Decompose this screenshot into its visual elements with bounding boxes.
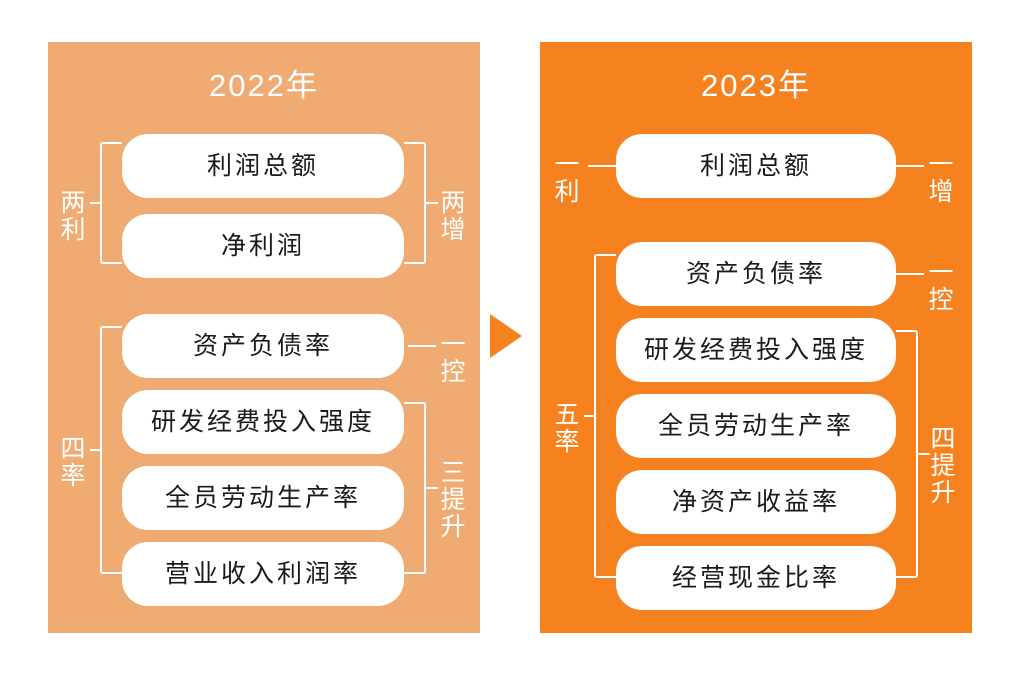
box-2023-roe[interactable]: 净资产收益率 xyxy=(616,470,896,534)
marker-line-2: 增 xyxy=(440,216,466,244)
bracket-stub-2022-three-raises xyxy=(426,487,438,489)
marker-line-3: 升 xyxy=(930,479,956,507)
bracket-stub-2023-four-raises xyxy=(918,453,930,455)
box-2022-revenue-profit-rate[interactable]: 营业收入利润率 xyxy=(122,542,404,606)
bracket-stub-2023-one-control xyxy=(896,273,924,275)
bracket-stub-2023-one-profit xyxy=(588,165,616,167)
panel-2023: 2023年 利润总额 资产负债率 研发经费投入强度 全员劳动生产率 净资产收益率… xyxy=(540,42,972,633)
bracket-stub-2022-two-increases xyxy=(426,202,438,204)
marker-line-2: 提 xyxy=(440,486,466,514)
box-2022-labor-productivity[interactable]: 全员劳动生产率 xyxy=(122,466,404,530)
marker-line-3: 升 xyxy=(440,513,466,541)
marker-line-1: 四 xyxy=(930,425,956,453)
box-label: 资产负债率 xyxy=(192,331,333,360)
arrow-right-icon xyxy=(490,314,522,358)
bracket-2023-four-raises xyxy=(896,330,918,578)
box-2023-labor-productivity[interactable]: 全员劳动生产率 xyxy=(616,394,896,458)
box-2022-rnd-intensity[interactable]: 研发经费投入强度 xyxy=(122,390,404,454)
box-label: 研发经费投入强度 xyxy=(150,407,375,436)
box-2023-profit-total[interactable]: 利润总额 xyxy=(616,134,896,198)
panel-2022-title: 2022年 xyxy=(209,68,319,103)
marker-2023-four-raises: 四 提 升 xyxy=(928,426,958,507)
marker-2022-one-control: 一 控 xyxy=(438,332,468,386)
marker-line-1: 五 xyxy=(554,401,580,429)
marker-2023-one-profit: 一 利 xyxy=(552,152,582,206)
marker-line-2: 控 xyxy=(440,358,466,386)
marker-line-1: 两 xyxy=(440,189,466,217)
box-2023-debt-ratio[interactable]: 资产负债率 xyxy=(616,242,896,306)
bracket-stub-2022-one-control xyxy=(408,345,436,347)
marker-line-1: 三 xyxy=(440,459,466,487)
box-label: 全员劳动生产率 xyxy=(657,411,854,440)
box-2022-net-profit[interactable]: 净利润 xyxy=(122,214,404,278)
marker-2023-one-control: 一 控 xyxy=(926,260,956,314)
box-2022-profit-total[interactable]: 利润总额 xyxy=(122,134,404,198)
bracket-stub-2023-five-rates xyxy=(584,415,596,417)
bracket-stub-2022-two-profits xyxy=(90,202,102,204)
box-2023-rnd-intensity[interactable]: 研发经费投入强度 xyxy=(616,318,896,382)
bracket-2023-five-rates xyxy=(594,254,616,578)
marker-2023-five-rates: 五 率 xyxy=(552,402,582,456)
box-label: 研发经费投入强度 xyxy=(643,335,868,364)
bracket-2022-three-raises xyxy=(404,402,426,574)
bracket-2022-four-rates xyxy=(100,326,122,574)
box-2023-operating-cash[interactable]: 经营现金比率 xyxy=(616,546,896,610)
marker-line-2: 利 xyxy=(554,178,580,206)
marker-2022-two-increases: 两 增 xyxy=(438,190,468,244)
marker-2022-three-raises: 三 提 升 xyxy=(438,460,468,541)
box-label: 资产负债率 xyxy=(685,259,826,288)
box-label: 全员劳动生产率 xyxy=(164,483,361,512)
bracket-2022-two-profits xyxy=(100,142,122,264)
bracket-stub-2022-four-rates xyxy=(90,449,102,451)
marker-line-2: 率 xyxy=(60,462,86,490)
bracket-stub-2023-one-increase xyxy=(896,165,924,167)
marker-line-1: 一 xyxy=(928,151,954,179)
box-label: 净资产收益率 xyxy=(671,487,840,516)
box-label: 营业收入利润率 xyxy=(164,559,361,588)
panel-2022: 2022年 利润总额 净利润 资产负债率 研发经费投入强度 全员劳动生产率 营业… xyxy=(48,42,480,633)
marker-line-2: 利 xyxy=(60,216,86,244)
marker-line-1: 一 xyxy=(440,331,466,359)
marker-line-2: 增 xyxy=(928,178,954,206)
marker-line-1: 一 xyxy=(554,151,580,179)
marker-line-2: 率 xyxy=(554,428,580,456)
marker-2022-two-profits: 两 利 xyxy=(58,190,88,244)
box-label: 净利润 xyxy=(220,231,305,260)
box-label: 利润总额 xyxy=(699,151,812,180)
marker-2022-four-rates: 四 率 xyxy=(58,436,88,490)
marker-line-2: 提 xyxy=(930,452,956,480)
marker-line-1: 两 xyxy=(60,189,86,217)
marker-line-1: 一 xyxy=(928,259,954,287)
box-label: 经营现金比率 xyxy=(671,563,840,592)
marker-line-1: 四 xyxy=(60,435,86,463)
box-label: 利润总额 xyxy=(206,151,319,180)
marker-2023-one-increase: 一 增 xyxy=(926,152,956,206)
box-2022-debt-ratio[interactable]: 资产负债率 xyxy=(122,314,404,378)
marker-line-2: 控 xyxy=(928,286,954,314)
bracket-2022-two-increases xyxy=(404,142,426,264)
panel-2023-title: 2023年 xyxy=(701,68,811,103)
